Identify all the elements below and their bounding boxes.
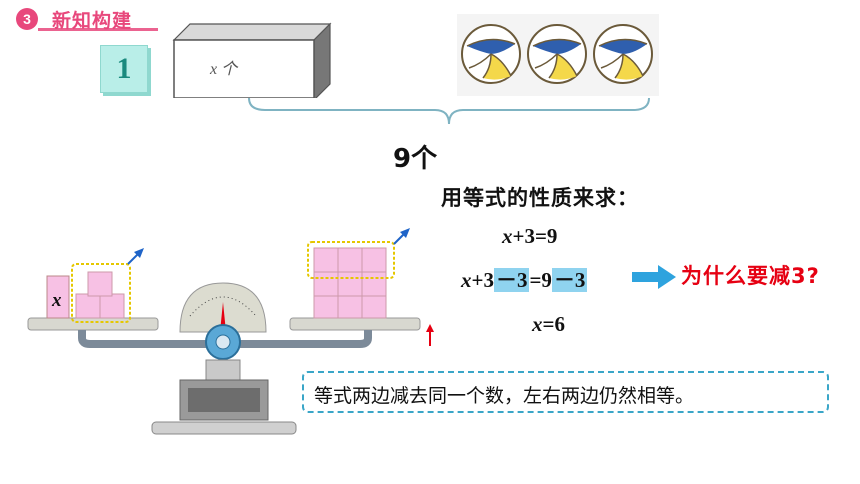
volleyballs-group [457,14,659,96]
equation-heading: 用等式的性质来求： [441,186,639,210]
arrow-right-icon [632,265,676,289]
equation-line-3: x=6 [532,312,565,336]
scale-x-label: x [52,290,62,311]
left-pan [27,317,159,331]
equation-line-1: x+3=9 [502,224,558,248]
section-title: 新知构建 [52,10,133,32]
volleyball-icon [527,24,587,84]
step-number-tile: 1 [100,45,148,93]
total-brace [248,97,650,125]
why-subtract-question: 为什么要减3? [681,264,820,288]
total-count-label: 9个 [393,144,438,174]
volleyball-icon [461,24,521,84]
box-label: x 个 [210,61,238,78]
volleyball-icon [593,24,653,84]
balance-scale [27,228,434,435]
section-number-badge: 3 [16,8,38,30]
right-pan [289,317,421,331]
property-note-box: 等式两边减去同一个数，左右两边仍然相等。 [302,371,829,413]
equation-line-2: x+3－3=9－3 [461,268,588,292]
subtract-highlight-right: －3 [551,268,588,292]
x-box-illustration [172,22,332,98]
property-note-text: 等式两边减去同一个数，左右两边仍然相等。 [314,385,695,407]
section-title-underline [38,28,158,31]
subtract-highlight-left: －3 [493,268,530,292]
